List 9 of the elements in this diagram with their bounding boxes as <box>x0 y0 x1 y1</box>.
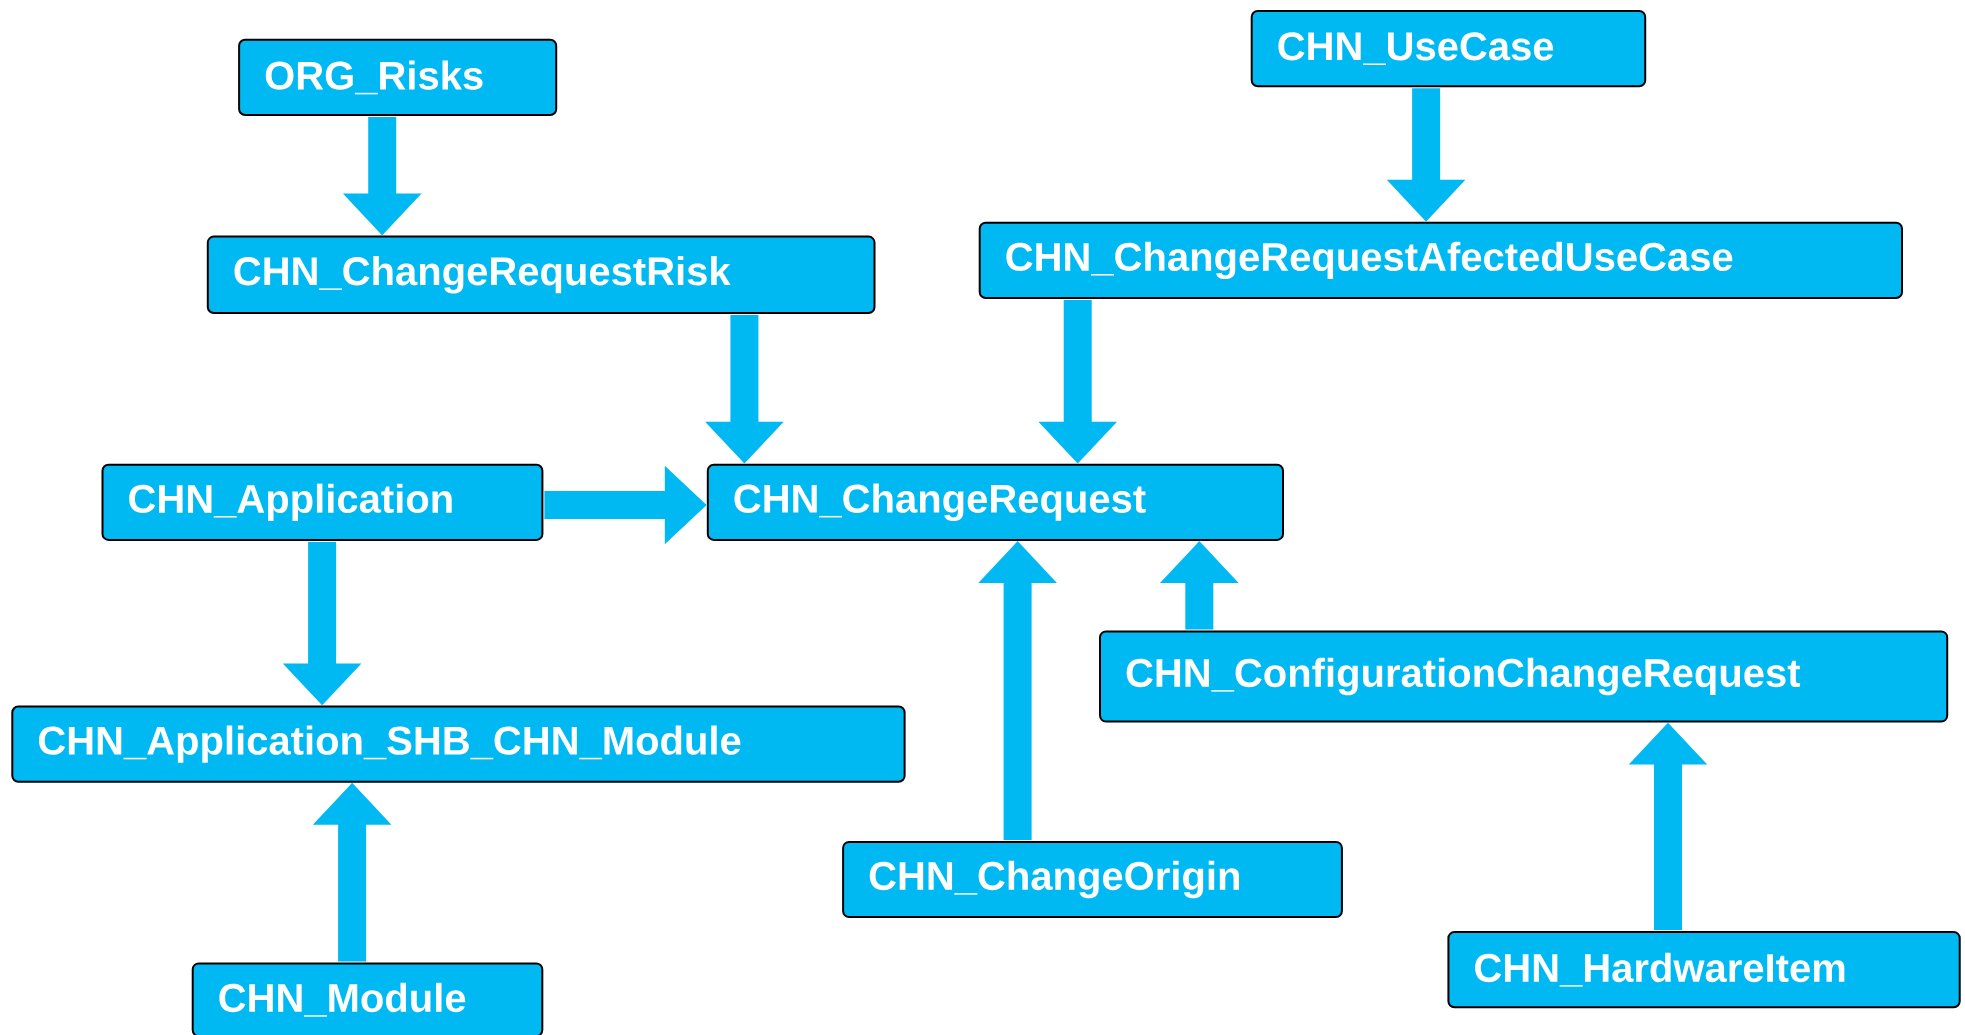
class-box: CHN_ChangeRequestRisk <box>206 235 876 314</box>
class-box: CHN_Application <box>101 463 544 541</box>
class-box: CHN_ChangeOrigin <box>842 840 1343 919</box>
class-box: CHN_Application_SHB_CHN_Module <box>11 705 906 783</box>
class-box: CHN_UseCase <box>1250 10 1647 88</box>
class-box: CHN_Module <box>191 962 544 1035</box>
class-box: ORG_Risks <box>238 38 558 116</box>
class-box: CHN_ConfigurationChangeRequest <box>1099 630 1949 723</box>
class-box: CHN_HardwareItem <box>1447 931 1961 1009</box>
